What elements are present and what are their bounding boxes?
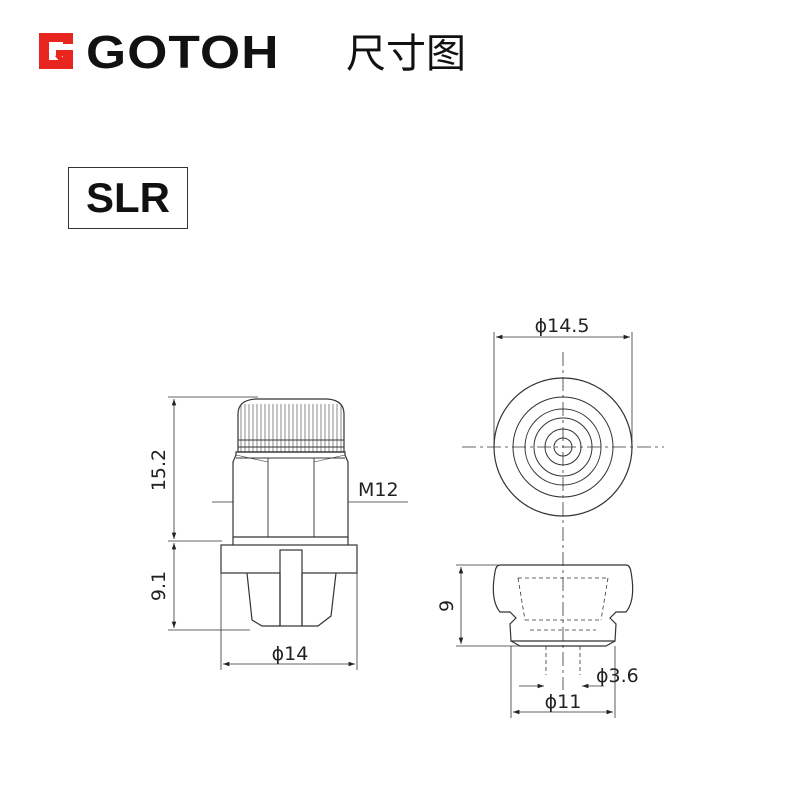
side-view: [220, 398, 358, 627]
dimension-hole-diameter: ϕ3.6: [596, 665, 639, 687]
split-prongs: [246, 549, 337, 627]
end-view: [492, 564, 634, 675]
dimension-height-end: 9: [436, 600, 458, 612]
dimension-thread: M12: [358, 479, 399, 501]
dimension-diameter-top: ϕ14.5: [535, 315, 590, 337]
gotoh-g-logo-icon: [39, 33, 73, 69]
knurled-cap: [237, 398, 345, 453]
top-view-dimensions: [462, 332, 664, 690]
model-label: SLR: [86, 174, 170, 221]
hex-body: [232, 451, 349, 538]
dimension-height-upper: 15.2: [148, 449, 170, 491]
dimension-height-lower: 9.1: [148, 571, 170, 601]
end-view-dimensions: [456, 564, 616, 718]
page-title: 尺寸图: [346, 31, 466, 77]
model-label-box: SLR: [68, 167, 188, 229]
brand-name: GOTOH: [86, 26, 280, 78]
side-view-dimensions: [168, 396, 408, 670]
dimension-diameter-side: ϕ14: [272, 643, 309, 665]
dimension-diameter-end: ϕ11: [545, 691, 582, 713]
